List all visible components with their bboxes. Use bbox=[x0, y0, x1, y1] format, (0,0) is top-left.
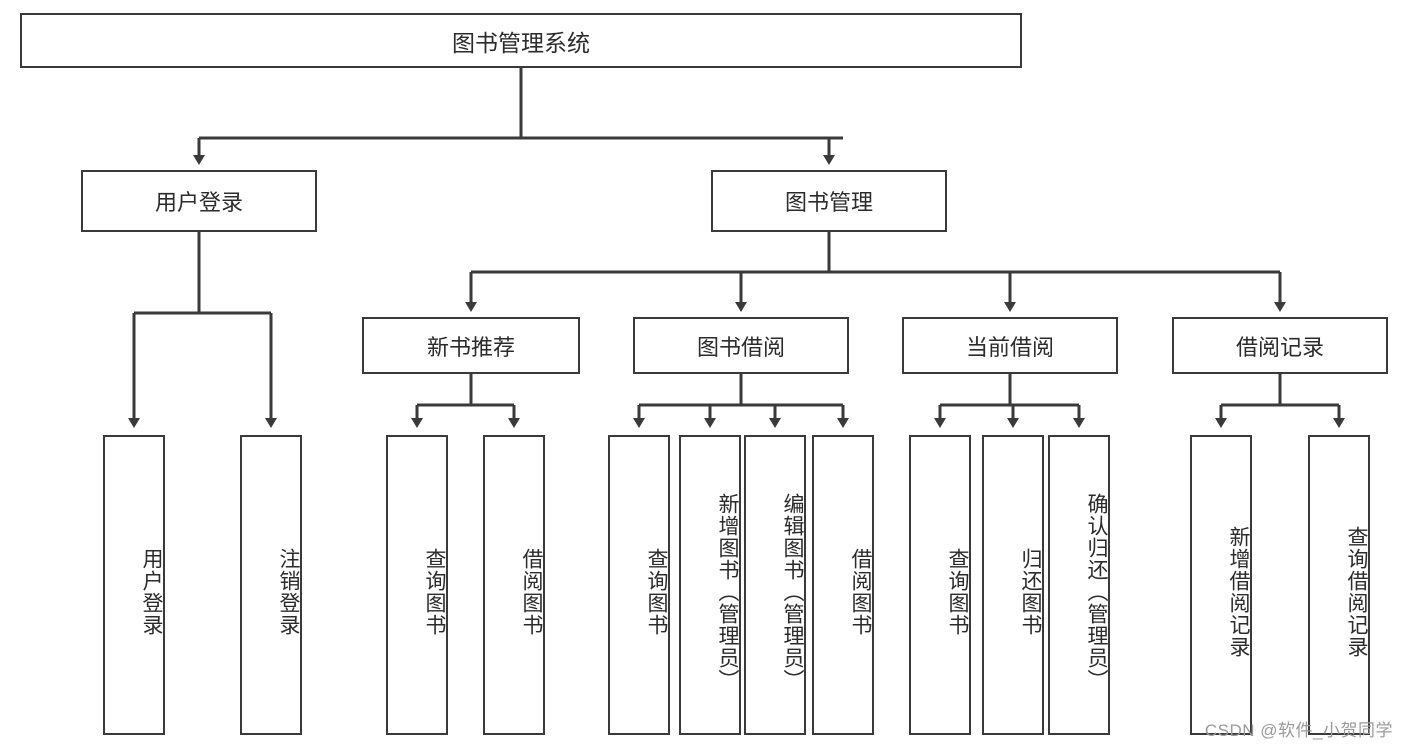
node-label: 查询图书 bbox=[946, 548, 969, 636]
node-label: 归还图书 bbox=[1019, 548, 1042, 636]
node-label: 借阅图书 bbox=[849, 548, 872, 636]
node-leaf-return-book[interactable]: 归还图书 bbox=[982, 435, 1044, 735]
node-leaf-query-book-1[interactable]: 查询图书 bbox=[386, 435, 448, 735]
node-label: 查询图书 bbox=[423, 548, 446, 636]
node-book-borrowing[interactable]: 图书借阅 bbox=[633, 317, 849, 374]
node-new-book-recommendation[interactable]: 新书推荐 bbox=[362, 317, 580, 374]
node-label: 借阅记录 bbox=[1235, 334, 1324, 360]
node-borrowing-record[interactable]: 借阅记录 bbox=[1172, 317, 1388, 374]
node-leaf-user-login[interactable]: 用户登录 bbox=[103, 435, 165, 735]
node-current-borrowing[interactable]: 当前借阅 bbox=[902, 317, 1118, 374]
node-label: 新增图书（管理员） bbox=[716, 493, 739, 691]
node-label: 用户登录 bbox=[154, 190, 243, 215]
node-root-book-management-system[interactable]: 图书管理系统 bbox=[20, 13, 1022, 68]
node-user-login[interactable]: 用户登录 bbox=[81, 170, 317, 232]
node-leaf-add-book-admin[interactable]: 新增图书（管理员） bbox=[679, 435, 741, 735]
node-label: 编辑图书（管理员） bbox=[781, 493, 804, 691]
node-leaf-edit-book-admin[interactable]: 编辑图书（管理员） bbox=[744, 435, 806, 735]
node-label: 用户登录 bbox=[140, 548, 163, 636]
node-book-management[interactable]: 图书管理 bbox=[711, 170, 947, 232]
node-label: 借阅图书 bbox=[520, 548, 543, 636]
node-label: 查询借阅记录 bbox=[1345, 526, 1368, 658]
node-leaf-borrow-book-2[interactable]: 借阅图书 bbox=[812, 435, 874, 735]
node-label: 图书管理系统 bbox=[452, 29, 590, 56]
watermark-text: CSDN @软件_小贺同学 bbox=[1204, 721, 1393, 740]
node-label: 查询图书 bbox=[645, 548, 668, 636]
node-leaf-logout[interactable]: 注销登录 bbox=[240, 435, 302, 735]
node-label: 注销登录 bbox=[277, 548, 300, 636]
node-leaf-borrow-book-1[interactable]: 借阅图书 bbox=[483, 435, 545, 735]
node-label: 当前借阅 bbox=[965, 334, 1054, 360]
node-leaf-query-book-3[interactable]: 查询图书 bbox=[909, 435, 971, 735]
node-leaf-add-borrow-record[interactable]: 新增借阅记录 bbox=[1190, 435, 1252, 735]
node-label: 新书推荐 bbox=[426, 334, 515, 360]
node-leaf-query-borrow-record[interactable]: 查询借阅记录 bbox=[1308, 435, 1370, 735]
node-label: 图书管理 bbox=[784, 190, 873, 215]
node-label: 新增借阅记录 bbox=[1227, 526, 1250, 658]
node-leaf-query-book-2[interactable]: 查询图书 bbox=[608, 435, 670, 735]
node-leaf-confirm-return-admin[interactable]: 确认归还（管理员） bbox=[1048, 435, 1110, 735]
node-label: 确认归还（管理员） bbox=[1085, 493, 1108, 691]
node-label: 图书借阅 bbox=[696, 334, 785, 360]
